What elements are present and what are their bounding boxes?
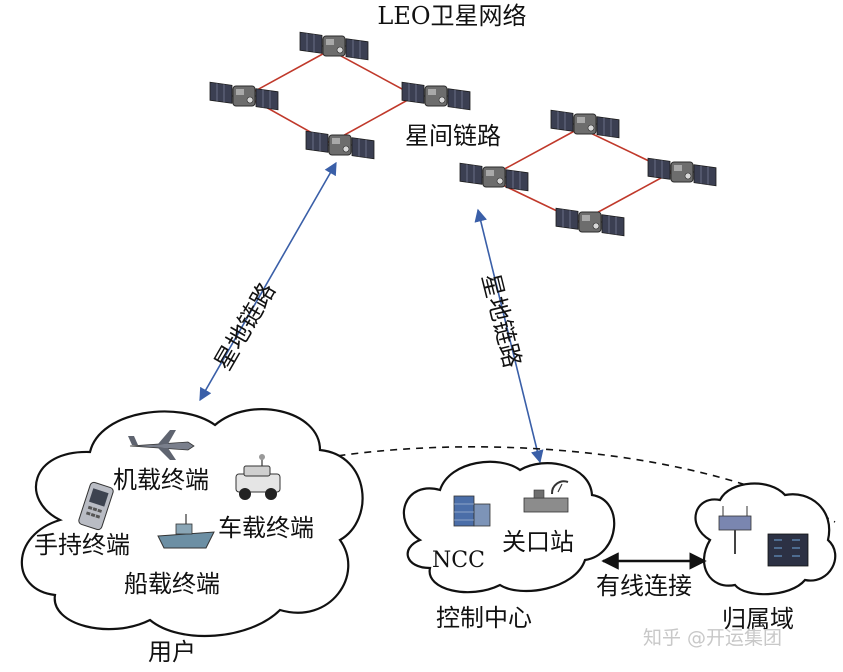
user-group-label: 用户 [148,638,196,666]
wired-connection-label: 有线连接 [596,572,692,600]
server-rack-icon [767,533,809,567]
airplane-icon [128,430,195,460]
satellite-icon [401,81,471,111]
vehicle-icon [235,454,281,500]
home-domain-label: 归属域 [722,605,794,633]
handheld-terminal-label: 手持终端 [34,531,130,559]
satellite-icon [555,207,625,237]
satellite-icon [550,109,620,139]
watermark-text: 知乎 @开运集团 [643,627,782,649]
home-domain-cloud [694,482,837,596]
satellite-icon [209,81,279,111]
gateway-label: 关口站 [502,528,574,556]
airborne-terminal-label: 机载终端 [113,466,209,494]
gsl-label-right: 星地链路 [476,271,526,371]
isl-label: 星间链路 [405,122,501,150]
gsl-label-left: 星地链路 [209,278,281,375]
gsl-link-right [474,208,544,464]
ship-terminal-label: 船载终端 [124,570,220,598]
home-tower-icon [718,506,752,554]
handheld-terminal-icon [78,481,114,531]
ncc-label: NCC [432,548,485,573]
satellite-icon [647,157,717,187]
gateway-station-icon [523,480,569,513]
network-title: LEO卫星网络 [377,2,526,30]
satellite-icon [459,162,529,192]
satellite-icon [305,130,375,160]
control-center-label: 控制中心 [436,604,532,632]
user-cloud [20,408,364,638]
ncc-building-icon [453,495,491,527]
gsl-link-left [199,161,337,402]
vehicle-terminal-label: 车载终端 [218,514,314,542]
satellite-icon [299,31,369,61]
ship-icon [157,514,215,549]
control-center-cloud [402,460,616,594]
